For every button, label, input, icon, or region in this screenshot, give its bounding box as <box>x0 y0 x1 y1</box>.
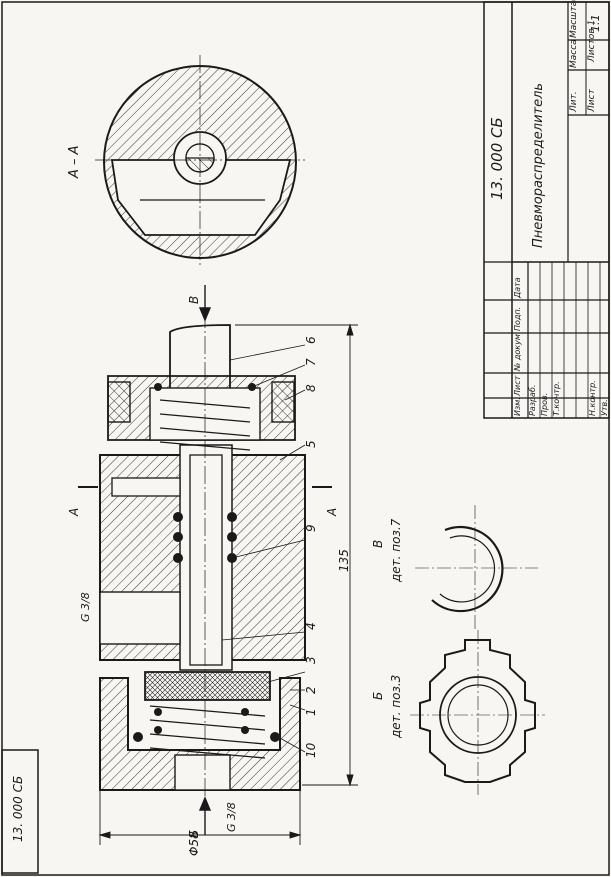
position-9: 9 <box>304 524 318 532</box>
view-v-letter: В <box>371 539 385 548</box>
thread-top-label: G 3/8 <box>79 592 92 622</box>
title-col-change: Изм. <box>513 397 522 416</box>
title-name: Пневмораспределитель <box>531 82 546 248</box>
title-block-grid <box>483 1 610 419</box>
dimension-58 <box>98 790 302 845</box>
title-col-sheet: Лист <box>513 375 522 396</box>
title-col-scale: Масштаб <box>569 0 579 38</box>
leader-lines <box>221 344 306 753</box>
title-row-tcontrol: Т.контр. <box>552 381 561 416</box>
title-sheet: Лист <box>587 89 597 112</box>
title-row-check: Пров. <box>540 392 549 416</box>
title-row-dev: Разраб. <box>528 384 537 416</box>
title-col-letter: Лит. <box>569 91 579 112</box>
position-8: 8 <box>304 384 318 392</box>
position-10: 10 <box>304 742 318 758</box>
title-sheets: Листов 1 <box>587 19 597 62</box>
view-b-caption: дет. поз.3 <box>389 674 403 738</box>
position-7: 7 <box>304 358 318 366</box>
arrow-b-top <box>198 285 212 322</box>
cut-a-label-left: А <box>67 507 81 516</box>
section-a-a-view <box>95 55 305 265</box>
view-v-caption: дет. поз.7 <box>389 518 403 582</box>
position-5: 5 <box>304 440 318 448</box>
view-b-letter: Б <box>371 691 385 700</box>
title-col-mass: Масса <box>569 39 579 68</box>
section-label: А – А <box>67 145 82 178</box>
arrow-b-bottom <box>198 796 212 835</box>
title-row-ncontrol: Н.контр. <box>588 380 597 416</box>
title-col-sign: Подп. <box>513 306 522 331</box>
position-3: 3 <box>304 656 318 664</box>
dimension-135 <box>235 323 358 787</box>
detail-v-ring <box>415 505 538 632</box>
cut-a-label-right: А <box>325 507 339 516</box>
position-1: 1 <box>304 708 318 716</box>
dimension-58-label: Φ58 <box>187 831 201 856</box>
arrow-b-label: В <box>187 295 201 304</box>
title-col-date: Дата <box>513 277 522 298</box>
main-section-view <box>99 310 306 815</box>
position-6: 6 <box>304 336 318 344</box>
title-col-doc: № докум. <box>513 331 522 371</box>
thread-bottom-label: G 3/8 <box>225 802 238 832</box>
title-designation: 13. 000 СБ <box>488 117 506 200</box>
title-row-approved: Утв. <box>600 399 609 416</box>
corner-stamp-frame <box>1 749 39 874</box>
position-2: 2 <box>304 686 318 694</box>
position-4: 4 <box>304 622 318 630</box>
corner-stamp-designation: 13. 000 СБ <box>11 775 25 842</box>
detail-b-seat <box>410 630 545 795</box>
dimension-135-label: 135 <box>337 549 351 572</box>
